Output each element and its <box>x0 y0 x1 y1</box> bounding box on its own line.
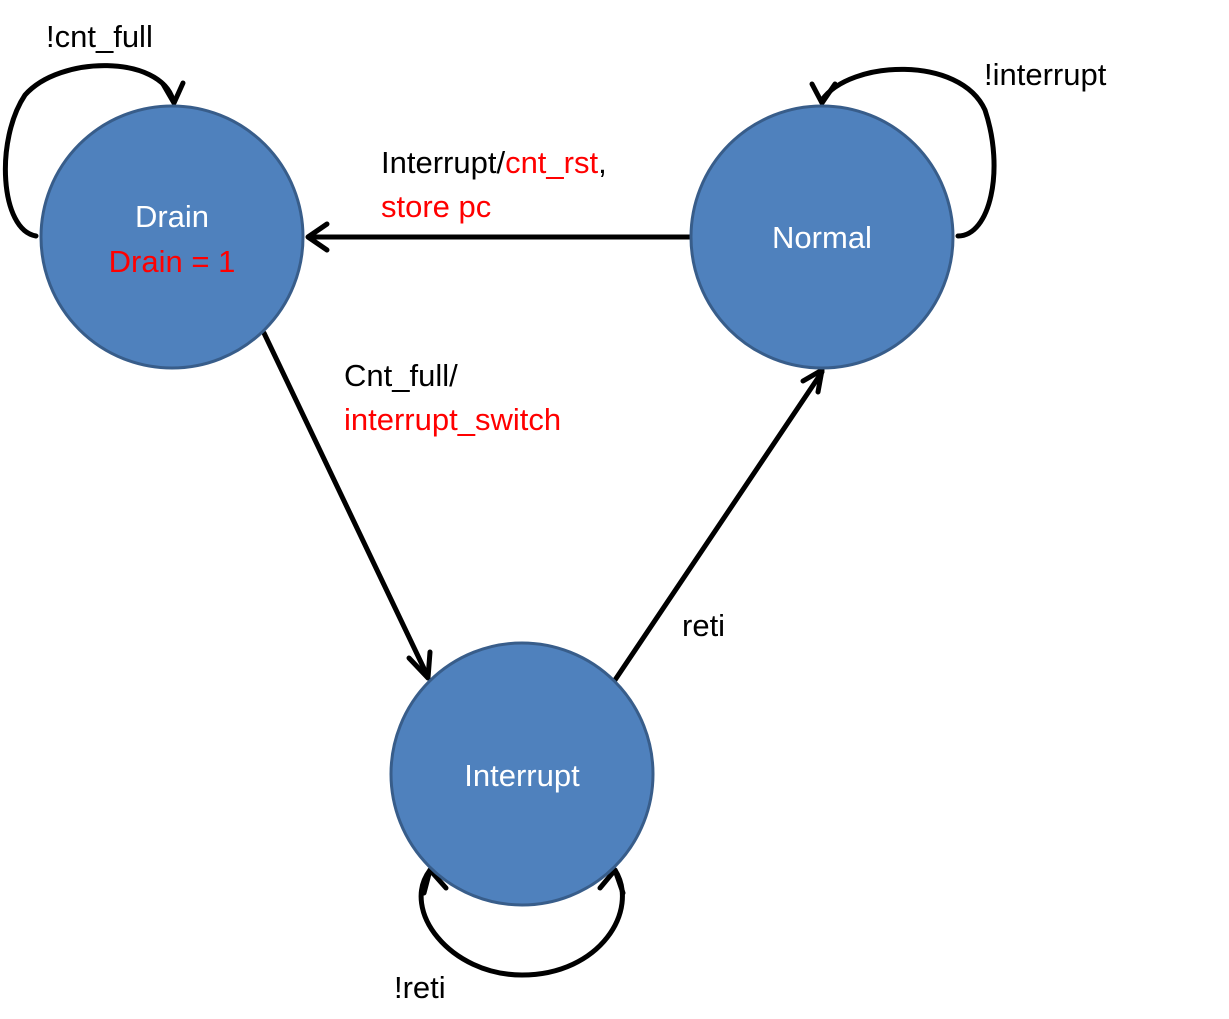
state-drain-output: Drain = 1 <box>109 244 236 279</box>
state-interrupt-label: Interrupt <box>464 758 580 793</box>
edge-interrupt-to-normal-arrowhead <box>800 367 825 395</box>
label-normal-to-drain-condition: Interrupt/ <box>381 145 505 180</box>
state-drain-label: Drain <box>135 199 209 234</box>
label-normal-to-drain-line1: Interrupt/cnt_rst, <box>381 145 607 180</box>
self-loop-interrupt-arrowhead-right <box>597 867 626 896</box>
state-drain <box>39 104 305 370</box>
label-normal-self-loop: !interrupt <box>984 57 1107 92</box>
state-normal <box>689 104 955 370</box>
label-drain-to-interrupt-action: interrupt_switch <box>344 402 561 437</box>
edge-normal-to-drain-arrowhead <box>305 221 330 253</box>
label-drain-to-interrupt-condition: Cnt_full/ <box>344 358 458 393</box>
state-normal-label: Normal <box>772 220 872 255</box>
self-loop-normal-arrow <box>819 66 997 239</box>
self-loop-interrupt-arrow <box>418 867 625 978</box>
self-loop-interrupt-arrowhead-left <box>421 867 449 896</box>
label-normal-to-drain-separator: , <box>598 145 607 180</box>
self-loop-drain-arrowhead <box>160 80 186 106</box>
label-interrupt-to-normal: reti <box>682 608 725 643</box>
edge-drain-to-interrupt-arrowhead <box>406 649 433 681</box>
self-loop-drain-arrow <box>2 63 176 239</box>
label-interrupt-self-loop: !reti <box>394 970 446 1005</box>
label-drain-self-loop: !cnt_full <box>46 19 153 54</box>
edge-drain-to-interrupt <box>261 330 431 680</box>
state-interrupt <box>389 641 655 907</box>
label-normal-to-drain-action2: store pc <box>381 189 491 224</box>
self-loop-normal-arrowhead <box>809 81 838 106</box>
label-normal-to-drain-action1: cnt_rst <box>505 145 598 180</box>
edge-interrupt-to-normal <box>612 369 825 683</box>
